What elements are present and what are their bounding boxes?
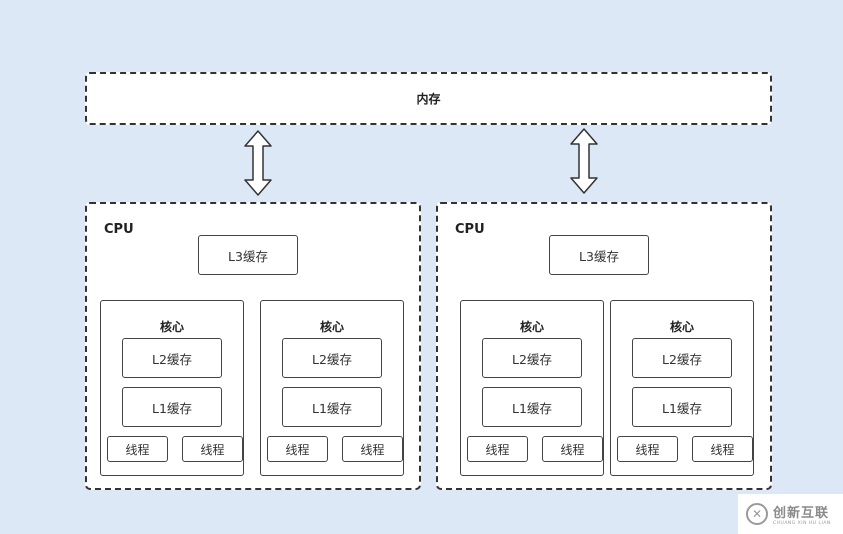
cpu-box: CPU L3缓存 核心 L2缓存 L1缓存 线程 线程 核心 L2缓存 L1缓存… <box>85 202 421 490</box>
thread-label: 线程 <box>285 442 310 457</box>
thread-box: 线程 <box>542 436 603 462</box>
thread-label: 线程 <box>560 442 585 457</box>
cpu-label: CPU <box>455 222 485 237</box>
bidirectional-arrow-icon <box>244 130 272 196</box>
thread-box: 线程 <box>467 436 528 462</box>
l3-cache-box: L3缓存 <box>198 235 298 275</box>
l1-cache-box: L1缓存 <box>122 387 222 427</box>
l1-cache-label: L1缓存 <box>312 400 352 416</box>
memory-label: 内存 <box>416 92 441 106</box>
l1-cache-box: L1缓存 <box>482 387 582 427</box>
thread-label: 线程 <box>360 442 385 457</box>
l1-cache-box: L1缓存 <box>632 387 732 427</box>
core-title: 核心 <box>669 320 694 334</box>
thread-label: 线程 <box>125 442 150 457</box>
core-title: 核心 <box>519 320 544 334</box>
l1-cache-label: L1缓存 <box>152 400 192 416</box>
watermark-logo-icon: ✕ <box>746 503 768 525</box>
watermark-subtext: CHUANG XIN HU LIAN <box>773 521 831 526</box>
watermark: ✕ 创新互联 CHUANG XIN HU LIAN <box>738 494 843 534</box>
l2-cache-label: L2缓存 <box>312 351 352 367</box>
l3-cache-label: L3缓存 <box>579 248 619 264</box>
thread-box: 线程 <box>107 436 168 462</box>
cpu-box: CPU L3缓存 核心 L2缓存 L1缓存 线程 线程 核心 L2缓存 L1缓存… <box>436 202 772 490</box>
thread-label: 线程 <box>635 442 660 457</box>
l2-cache-box: L2缓存 <box>632 338 732 378</box>
l3-cache-label: L3缓存 <box>228 248 268 264</box>
l2-cache-box: L2缓存 <box>482 338 582 378</box>
thread-label: 线程 <box>485 442 510 457</box>
core-box: 核心 L2缓存 L1缓存 线程 线程 <box>610 300 754 476</box>
l1-cache-box: L1缓存 <box>282 387 382 427</box>
bidirectional-arrow-icon <box>570 128 598 194</box>
l2-cache-label: L2缓存 <box>512 351 552 367</box>
l1-cache-label: L1缓存 <box>512 400 552 416</box>
l2-cache-label: L2缓存 <box>662 351 702 367</box>
cpu-label: CPU <box>104 222 134 237</box>
l1-cache-label: L1缓存 <box>662 400 702 416</box>
core-box: 核心 L2缓存 L1缓存 线程 线程 <box>100 300 244 476</box>
thread-label: 线程 <box>200 442 225 457</box>
thread-box: 线程 <box>617 436 678 462</box>
thread-box: 线程 <box>267 436 328 462</box>
core-title: 核心 <box>159 320 184 334</box>
thread-label: 线程 <box>710 442 735 457</box>
l2-cache-box: L2缓存 <box>122 338 222 378</box>
thread-box: 线程 <box>182 436 243 462</box>
l2-cache-label: L2缓存 <box>152 351 192 367</box>
core-box: 核心 L2缓存 L1缓存 线程 线程 <box>260 300 404 476</box>
watermark-text: 创新互联 <box>773 506 830 521</box>
core-title: 核心 <box>319 320 344 334</box>
thread-box: 线程 <box>692 436 753 462</box>
memory-box: 内存 <box>85 72 772 125</box>
core-box: 核心 L2缓存 L1缓存 线程 线程 <box>460 300 604 476</box>
l2-cache-box: L2缓存 <box>282 338 382 378</box>
thread-box: 线程 <box>342 436 403 462</box>
l3-cache-box: L3缓存 <box>549 235 649 275</box>
